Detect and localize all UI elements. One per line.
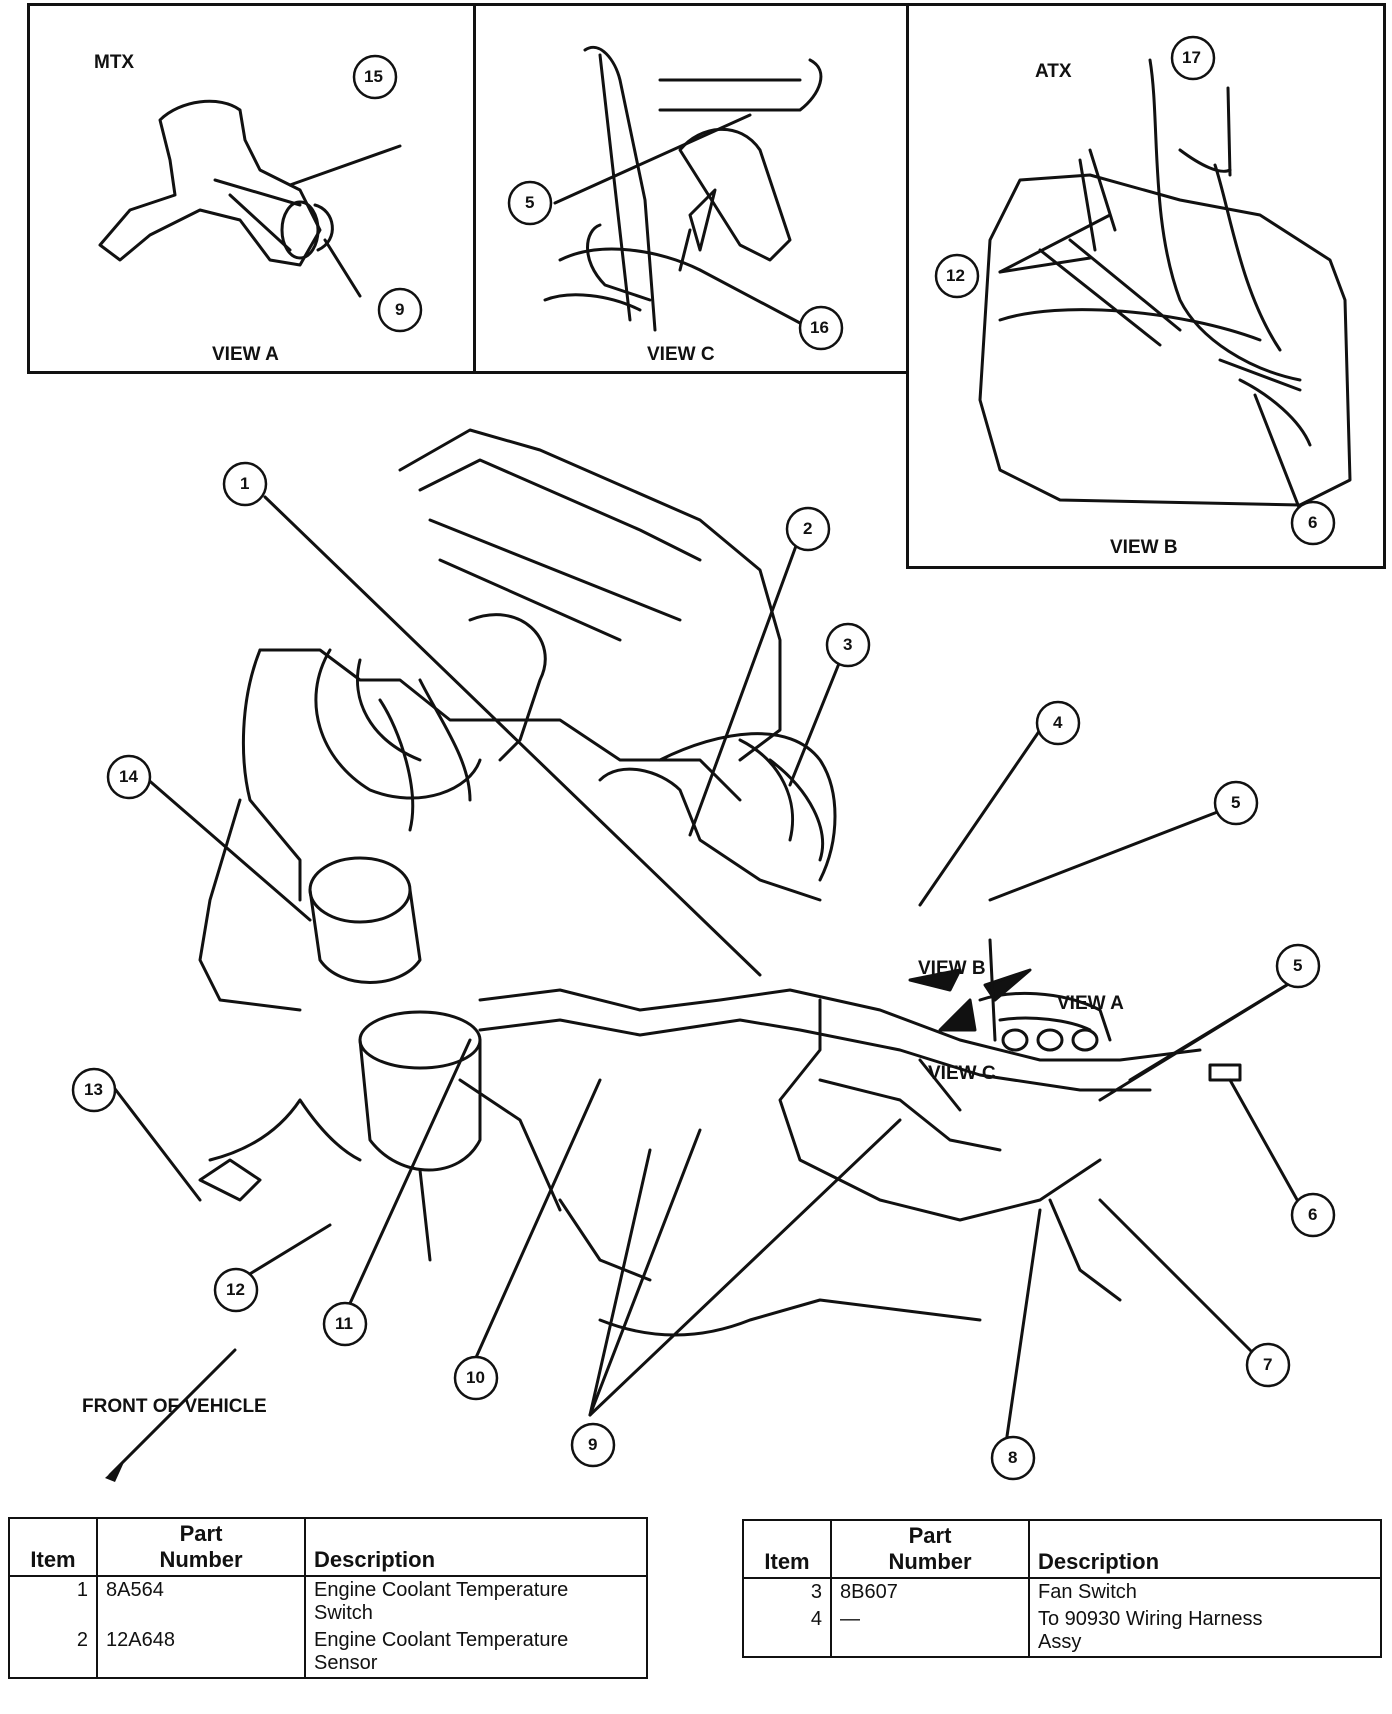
callout-10: 10 (466, 1368, 485, 1387)
pointer-view-c: VIEW C (928, 1063, 996, 1084)
view-a-title: VIEW A (212, 344, 279, 365)
callout-9-view-a: 9 (395, 300, 405, 319)
table-row: 3 8B607 Fan Switch (742, 1578, 1382, 1606)
pointer-view-a: VIEW A (1057, 993, 1124, 1014)
callout-11: 11 (335, 1314, 353, 1333)
callout-9-main: 9 (588, 1435, 598, 1454)
col-item: Item (742, 1519, 832, 1579)
callout-6-main: 6 (1308, 1205, 1318, 1224)
callout-4: 4 (1053, 713, 1063, 732)
callout-1: 1 (240, 474, 250, 493)
callout-6-view-b: 6 (1308, 513, 1318, 532)
description-cell: Fan Switch (1028, 1578, 1382, 1606)
callout-2: 2 (803, 519, 813, 538)
item-cell: 1 (8, 1576, 98, 1627)
view-b-title: VIEW B (1110, 537, 1178, 558)
callout-5-view-c: 5 (525, 193, 535, 212)
part-cell: 12A648 (96, 1627, 306, 1679)
item-cell: 4 (742, 1606, 832, 1658)
callout-8: 8 (1008, 1448, 1018, 1467)
callout-16: 16 (810, 318, 829, 337)
callout-5-lower: 5 (1293, 956, 1303, 975)
front-of-vehicle-label: FRONT OF VEHICLE (82, 1396, 267, 1417)
callout-5-upper: 5 (1231, 793, 1241, 812)
callout-7: 7 (1263, 1355, 1273, 1374)
part-cell: 8A564 (96, 1576, 306, 1627)
callout-17: 17 (1182, 48, 1201, 67)
part-cell: 8B607 (830, 1578, 1030, 1606)
view-c-title: VIEW C (647, 344, 715, 365)
callout-12-view-b: 12 (946, 266, 965, 285)
callout-13: 13 (84, 1080, 103, 1099)
callout-12-main: 12 (226, 1280, 245, 1299)
col-description: Description (304, 1517, 648, 1577)
item-cell: 2 (8, 1627, 98, 1679)
view-a-tag: MTX (94, 52, 135, 73)
callout-15: 15 (364, 67, 383, 86)
item-cell: 3 (742, 1578, 832, 1606)
part-cell: — (830, 1606, 1030, 1658)
callout-3: 3 (843, 635, 853, 654)
col-description: Description (1028, 1519, 1382, 1579)
view-b-tag: ATX (1035, 61, 1072, 82)
pointer-view-b: VIEW B (918, 958, 986, 979)
col-item: Item (8, 1517, 98, 1577)
callout-14: 14 (119, 767, 138, 786)
